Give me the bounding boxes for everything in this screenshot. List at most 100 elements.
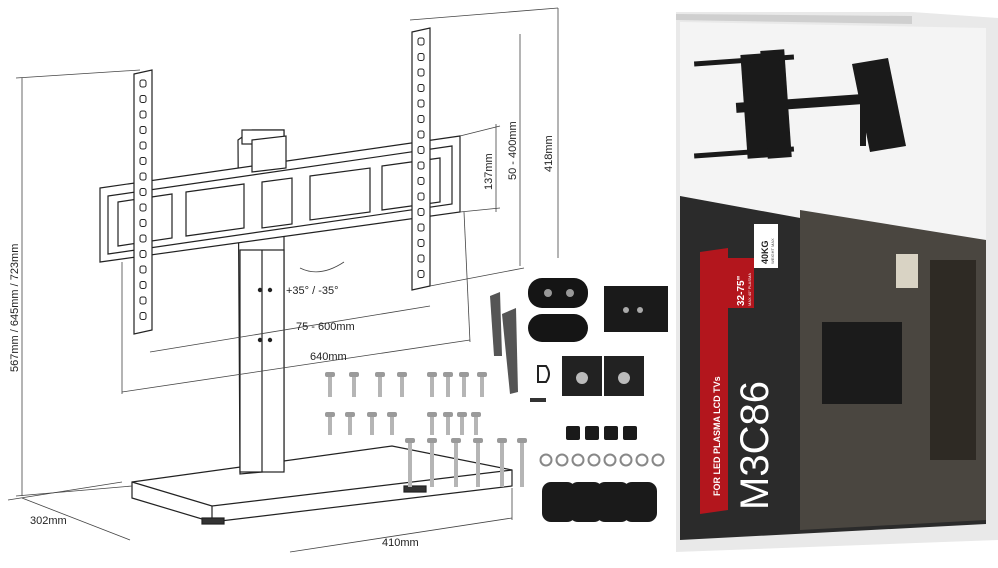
screw-head <box>427 412 437 417</box>
screw-head <box>471 412 481 417</box>
arm-slot <box>139 126 147 134</box>
arm-slot <box>139 188 147 196</box>
screw-shank <box>352 377 356 397</box>
size-badge <box>728 258 754 308</box>
bracket-height-label: 418mm <box>543 135 555 172</box>
screw-shank <box>520 443 524 487</box>
arm-slot <box>417 177 425 185</box>
arm-slot <box>139 110 147 119</box>
height-label: 567mm / 645mm / 723mm <box>9 244 21 372</box>
screw-head <box>349 372 359 377</box>
box-size-range: 32-75" <box>736 275 747 306</box>
washer <box>555 453 569 467</box>
washer <box>587 453 601 467</box>
screw-head <box>397 372 407 377</box>
screw-head <box>443 412 453 417</box>
screw-shank <box>408 443 412 487</box>
arm-slot <box>417 146 425 154</box>
washer-plate <box>528 278 588 308</box>
screw-head <box>497 438 507 443</box>
screw-head <box>451 438 461 443</box>
dimension-lines <box>7 7 559 553</box>
screw-shank <box>476 443 480 487</box>
arm-slot <box>139 219 147 227</box>
screw-head <box>427 438 437 443</box>
arm-slot <box>417 270 425 278</box>
spacer <box>585 426 599 440</box>
depth-label: 302mm <box>30 515 67 527</box>
box-red-band <box>700 248 728 514</box>
arm-slot <box>417 254 425 263</box>
screw-shank <box>454 443 458 487</box>
arm-slot <box>139 157 147 165</box>
screw-head <box>477 372 487 377</box>
foam-pad <box>542 482 576 522</box>
arm-slot <box>139 265 147 274</box>
spacer <box>566 426 580 440</box>
foam-pad <box>596 482 630 522</box>
screw-shank <box>378 377 382 397</box>
screw-shank <box>446 377 450 397</box>
screw-head <box>517 438 527 443</box>
vesa-width-label: 75 - 600mm <box>296 321 355 333</box>
arm-slot <box>417 192 425 201</box>
arm-slot <box>139 203 147 212</box>
box-subtitle: FOR LED PLASMA LCD TVs <box>712 376 722 496</box>
cover-plate <box>528 314 588 342</box>
vesa-height-label: 50 - 400mm <box>507 121 519 180</box>
arm-slot <box>417 53 425 61</box>
arm-slot <box>417 130 425 139</box>
screw-shank <box>474 417 478 435</box>
box-size-caption: MAX 40" PLASMA <box>747 273 752 306</box>
arm-slot <box>417 208 425 216</box>
screw-shank <box>500 443 504 487</box>
screw-head <box>443 372 453 377</box>
screw-head <box>387 412 397 417</box>
screw-head <box>367 412 377 417</box>
swivel-label: +35° / -35° <box>286 285 339 297</box>
screw-shank <box>370 417 374 435</box>
screw-shank <box>390 417 394 435</box>
washer <box>619 453 633 467</box>
arm-slot <box>417 84 425 92</box>
mounting-plate <box>604 286 668 332</box>
arm-slot <box>417 239 425 247</box>
screw-head <box>405 438 415 443</box>
screw-head <box>459 372 469 377</box>
spacer <box>623 426 637 440</box>
foam-pad <box>623 482 657 522</box>
screw-head <box>325 372 335 377</box>
arm-slot <box>139 172 147 181</box>
arm-slot <box>417 99 425 108</box>
foam-pad <box>569 482 603 522</box>
arm-slot <box>417 223 425 232</box>
box-product-image <box>693 49 906 159</box>
product-box <box>676 12 998 552</box>
washer <box>635 453 649 467</box>
screw-shank <box>446 417 450 435</box>
screw-shank <box>430 417 434 435</box>
washer <box>571 453 585 467</box>
box-weight: 40KG <box>760 240 770 264</box>
screw-head <box>457 412 467 417</box>
box-weight-caption: WEIGHT MAX <box>770 238 775 264</box>
washer <box>539 453 553 467</box>
spacer <box>604 426 618 440</box>
tv-stand-drawing <box>99 27 513 525</box>
crossbar-height-label: 137mm <box>483 153 495 190</box>
screw-head <box>375 372 385 377</box>
screw-shank <box>430 443 434 487</box>
arm-slot <box>139 95 147 103</box>
arm-slot <box>139 141 147 150</box>
screw-head <box>473 438 483 443</box>
screw-head <box>325 412 335 417</box>
screw-shank <box>460 417 464 435</box>
screw-shank <box>328 377 332 397</box>
screw-shank <box>430 377 434 397</box>
washer <box>603 453 617 467</box>
arm-slot <box>139 250 147 258</box>
screw-shank <box>462 377 466 397</box>
arm-slot <box>417 161 425 170</box>
weight-badge <box>754 224 778 268</box>
